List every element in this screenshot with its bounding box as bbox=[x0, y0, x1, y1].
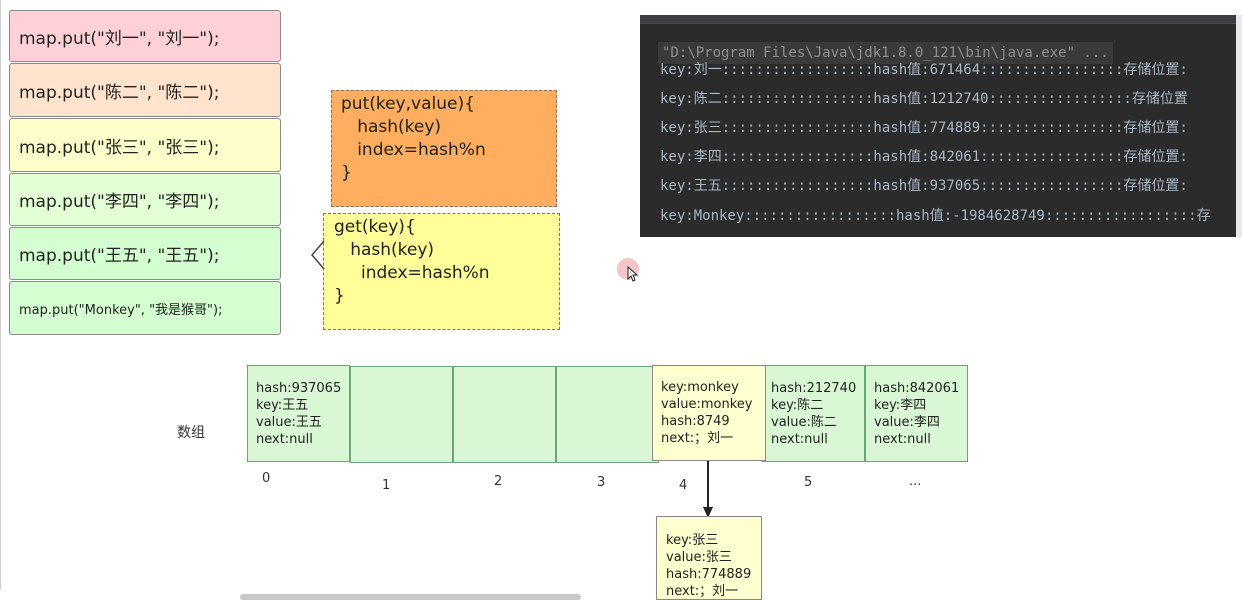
array-cell: hash:212740 key:陈二 value:陈二 next:null bbox=[762, 365, 865, 462]
cell-line: hash:937065 bbox=[256, 381, 342, 396]
array-index: 2 bbox=[494, 474, 503, 489]
mouse-cursor-icon bbox=[627, 266, 639, 282]
array-cell: hash:937065 key:王五 value:王五 next:null bbox=[247, 365, 350, 462]
console-line: key:陈二::::::::::::::::::hash值:1212740:::… bbox=[660, 91, 1188, 107]
arrow-left-icon bbox=[311, 240, 325, 270]
put-call-box: map.put("Monkey", "我是猴哥"); bbox=[9, 281, 281, 335]
console-output-panel: "D:\Program Files\Java\jdk1.8.0_121\bin\… bbox=[640, 15, 1242, 237]
node-line: key:张三 bbox=[666, 533, 719, 548]
array-cell bbox=[556, 366, 659, 463]
cell-line: next:null bbox=[874, 432, 931, 447]
console-line: key:张三::::::::::::::::::hash值:774889::::… bbox=[660, 120, 1188, 136]
array-cell: hash:842061 key:李四 value:李四 next:null bbox=[865, 365, 968, 462]
cell-line: value:陈二 bbox=[771, 415, 837, 430]
cell-line: key:陈二 bbox=[771, 398, 824, 413]
cell-line: key:monkey bbox=[661, 380, 739, 395]
array-index: 1 bbox=[382, 478, 391, 493]
console-title-bar bbox=[640, 15, 1242, 24]
put-call-box: map.put("王五", "王五"); bbox=[9, 227, 281, 280]
array-index: ... bbox=[909, 474, 922, 489]
array-index: 5 bbox=[804, 475, 813, 490]
put-call-box: map.put("李四", "李四"); bbox=[9, 173, 281, 226]
console-line: key:李四::::::::::::::::::hash值:842061::::… bbox=[660, 149, 1188, 165]
code-line: hash(key) bbox=[334, 240, 435, 260]
cell-line: key:李四 bbox=[874, 398, 927, 413]
code-line: index=hash%n bbox=[334, 263, 490, 283]
cell-line: next:null bbox=[771, 432, 828, 447]
array-index: 3 bbox=[597, 475, 606, 490]
put-call-text: map.put("李四", "李四"); bbox=[19, 192, 220, 212]
console-line: key:王五::::::::::::::::::hash值:937065::::… bbox=[660, 178, 1188, 194]
cell-line: hash:842061 bbox=[874, 381, 960, 396]
arrow-down-icon bbox=[703, 461, 713, 518]
code-line: get(key){ bbox=[334, 217, 416, 237]
put-call-box: map.put("张三", "张三"); bbox=[9, 118, 281, 172]
code-line: } bbox=[341, 163, 352, 183]
console-command: "D:\Program Files\Java\jdk1.8.0_121\bin\… bbox=[658, 42, 1113, 64]
put-call-text: map.put("Monkey", "我是猴哥"); bbox=[19, 302, 223, 318]
cell-line: value:王五 bbox=[256, 415, 322, 430]
cell-line: next:null bbox=[256, 432, 313, 447]
cell-line: hash:8749 bbox=[661, 414, 730, 429]
code-line: } bbox=[334, 286, 345, 306]
cell-line: value:李四 bbox=[874, 415, 940, 430]
code-line: hash(key) bbox=[341, 117, 442, 137]
put-call-box: map.put("刘一", "刘一"); bbox=[9, 10, 281, 62]
array-cell bbox=[350, 366, 453, 463]
array-cell-highlighted: key:monkey value:monkey hash:8749 next:；… bbox=[652, 365, 766, 461]
get-method-box: get(key){ hash(key) index=hash%n } bbox=[323, 213, 560, 330]
cell-line: value:monkey bbox=[661, 397, 753, 412]
code-line: index=hash%n bbox=[341, 140, 486, 160]
array-cell bbox=[453, 366, 556, 463]
console-line: key:刘一::::::::::::::::::hash值:671464::::… bbox=[660, 62, 1188, 78]
put-call-text: map.put("张三", "张三"); bbox=[19, 137, 220, 158]
cell-line: hash:212740 bbox=[771, 381, 857, 396]
put-call-text: map.put("陈二", "陈二"); bbox=[19, 82, 220, 103]
cell-line: next:；刘一 bbox=[661, 431, 734, 446]
left-edge-line bbox=[0, 0, 1, 590]
console-scrollbar[interactable] bbox=[1236, 15, 1242, 237]
console-line: key:Monkey::::::::::::::::::hash值:-19846… bbox=[660, 208, 1211, 224]
cell-line: key:王五 bbox=[256, 398, 309, 413]
put-method-box: put(key,value){ hash(key) index=hash%n } bbox=[331, 90, 557, 207]
node-line: hash:774889 bbox=[666, 567, 752, 582]
horizontal-scrollbar[interactable] bbox=[240, 594, 581, 600]
node-line: next:；刘一 bbox=[666, 584, 739, 599]
code-line: put(key,value){ bbox=[341, 94, 475, 114]
linked-node: key:张三 value:张三 hash:774889 next:；刘一 bbox=[656, 516, 762, 600]
node-line: value:张三 bbox=[666, 550, 732, 565]
array-index: 0 bbox=[262, 471, 271, 486]
put-call-box: map.put("陈二", "陈二"); bbox=[9, 63, 281, 117]
array-index: 4 bbox=[679, 478, 688, 493]
put-call-text: map.put("王五", "王五"); bbox=[19, 246, 220, 266]
array-label: 数组 bbox=[177, 425, 205, 441]
put-call-text: map.put("刘一", "刘一"); bbox=[19, 28, 220, 49]
